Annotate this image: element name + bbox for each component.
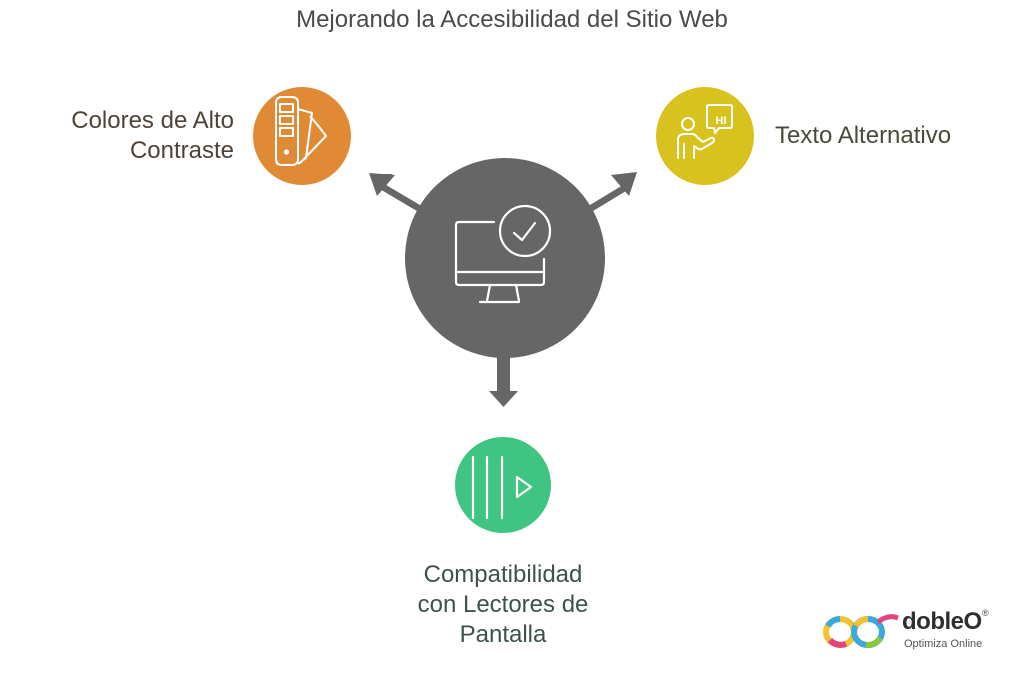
registered-mark: ®	[982, 608, 989, 618]
logo-tagline: Optimiza Online	[904, 638, 983, 650]
dobleo-logo: dobleO ® Optimiza Online	[822, 606, 1012, 656]
node-high-contrast	[253, 87, 351, 185]
arrow-upper-left	[369, 173, 425, 214]
audio-play-icon	[471, 455, 533, 520]
arrows	[369, 172, 637, 407]
label-line: Pantalla	[459, 621, 547, 648]
bubble-text: HI	[716, 115, 727, 127]
label-line: Contraste	[129, 137, 234, 164]
label-screen-readers: Compatibilidad con Lectores de Pantalla	[363, 560, 643, 650]
label-line: con Lectores de	[417, 591, 589, 618]
label-high-contrast: Colores de Alto Contraste	[14, 106, 234, 166]
label-alt-text: Texto Alternativo	[775, 122, 952, 149]
infinity-logo-icon	[823, 614, 899, 649]
label-line: Compatibilidad	[423, 561, 583, 588]
person-speech-hi-icon	[677, 104, 733, 159]
monitor-check-icon	[454, 204, 552, 304]
color-swatch-icon	[275, 96, 327, 166]
label-line: Colores de Alto	[71, 107, 234, 134]
center-node	[405, 158, 605, 358]
logo-wordmark: dobleO	[902, 608, 982, 635]
node-alt-text: HI	[656, 87, 754, 185]
node-screen-readers	[455, 437, 551, 533]
diagram-title: Mejorando la Accesibilidad del Sitio Web	[296, 6, 728, 33]
arrow-upper-right	[585, 172, 637, 214]
